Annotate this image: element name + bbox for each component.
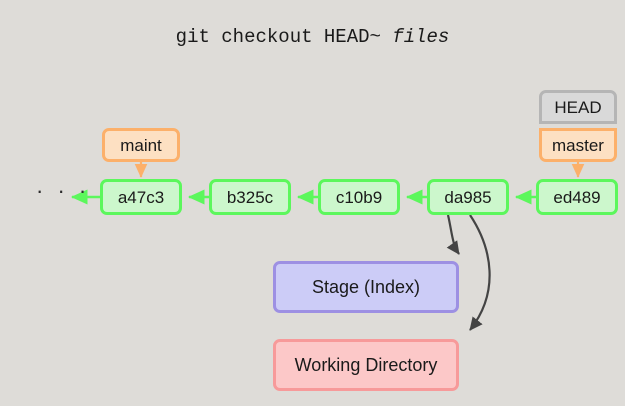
commit-node-ed489[interactable]: ed489 bbox=[536, 179, 618, 215]
page-title: git checkout HEAD~ files bbox=[0, 26, 625, 48]
head-pointer-label[interactable]: HEAD bbox=[539, 90, 617, 124]
older-commits-ellipsis: · · · bbox=[36, 178, 91, 203]
title-argument: files bbox=[392, 26, 450, 48]
edge-da985-to-stage bbox=[446, 214, 460, 255]
branch-label-master[interactable]: master bbox=[539, 128, 617, 162]
title-command: git checkout HEAD~ bbox=[175, 26, 393, 48]
branch-label-maint[interactable]: maint bbox=[102, 128, 180, 162]
commit-node-a47c3[interactable]: a47c3 bbox=[100, 179, 182, 215]
working-directory-box[interactable]: Working Directory bbox=[273, 339, 459, 391]
commit-node-b325c[interactable]: b325c bbox=[209, 179, 291, 215]
edge-da985-to-working-directory bbox=[469, 214, 491, 331]
stage-index-box[interactable]: Stage (Index) bbox=[273, 261, 459, 313]
commit-node-c10b9[interactable]: c10b9 bbox=[318, 179, 400, 215]
commit-node-da985[interactable]: da985 bbox=[427, 179, 509, 215]
